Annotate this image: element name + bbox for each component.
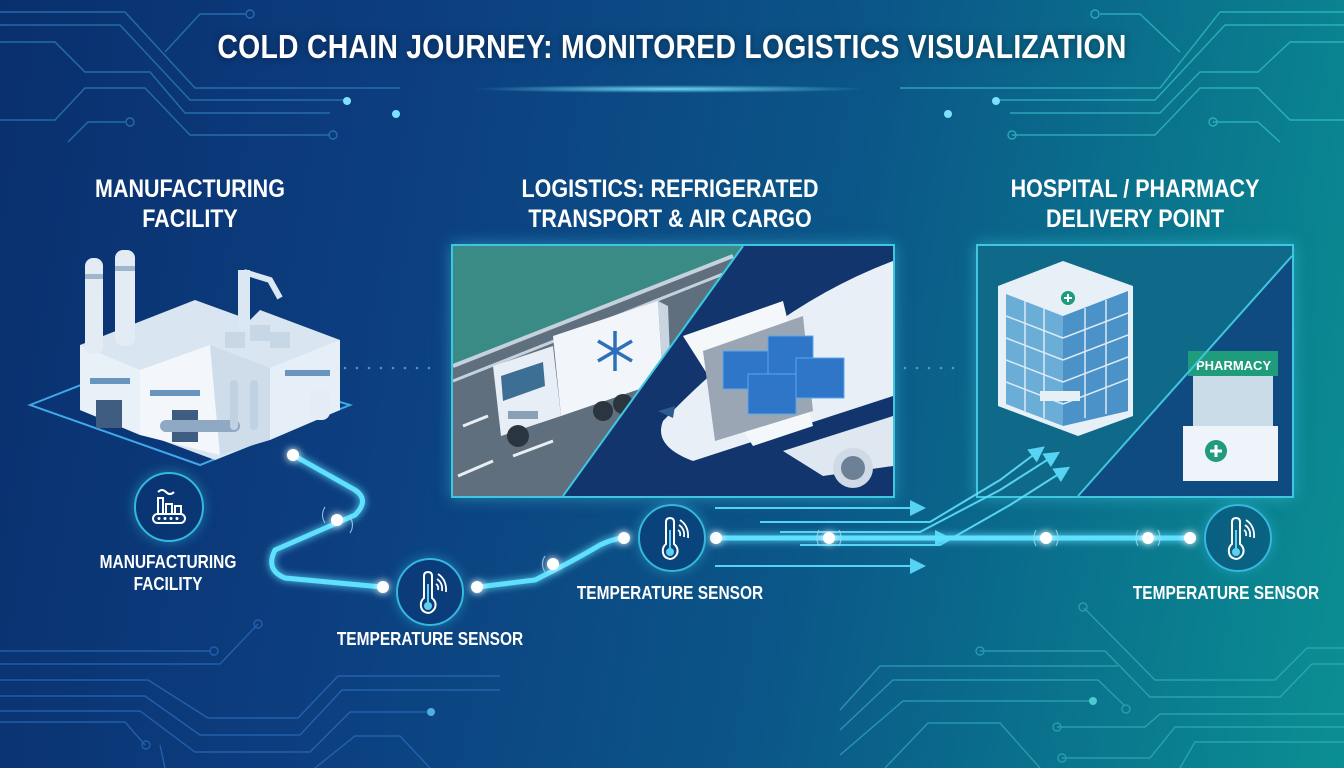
page-title: COLD CHAIN JOURNEY: MONITORED LOGISTICS … <box>217 28 1127 65</box>
factory-conveyor-icon <box>152 489 186 524</box>
pharmacy-sign: PHARMACY <box>1196 358 1271 373</box>
thermometer-wireless-icon <box>1227 516 1255 561</box>
manufacturing-node[interactable] <box>134 472 204 542</box>
temperature-sensor-label-2: TEMPERATURE SENSOR <box>576 583 764 603</box>
temperature-sensor-label-1: TEMPERATURE SENSOR <box>336 629 524 649</box>
manufacturing-node-label: MANUFACTURING FACILITY <box>99 552 237 594</box>
thermometer-wireless-icon <box>419 570 447 615</box>
temperature-sensor-node-3[interactable] <box>1204 504 1272 572</box>
temperature-sensor-node-1[interactable] <box>396 558 464 626</box>
title-underline-glow <box>470 85 870 93</box>
snowflake-icon <box>597 331 633 371</box>
truck-airplane-illustration <box>453 246 893 496</box>
section-title-manufacturing: MANUFACTURING FACILITY <box>95 175 285 233</box>
temperature-sensor-node-2[interactable] <box>638 504 706 572</box>
thermometer-wireless-icon <box>661 516 689 561</box>
section-title-logistics: LOGISTICS: REFRIGERATED TRANSPORT & AIR … <box>521 175 819 233</box>
factory-illustration <box>27 250 354 467</box>
section-title-delivery: HOSPITAL / PHARMACY DELIVERY POINT <box>1010 175 1260 233</box>
temperature-sensor-label-3: TEMPERATURE SENSOR <box>1132 583 1320 603</box>
logistics-panel <box>451 244 895 498</box>
